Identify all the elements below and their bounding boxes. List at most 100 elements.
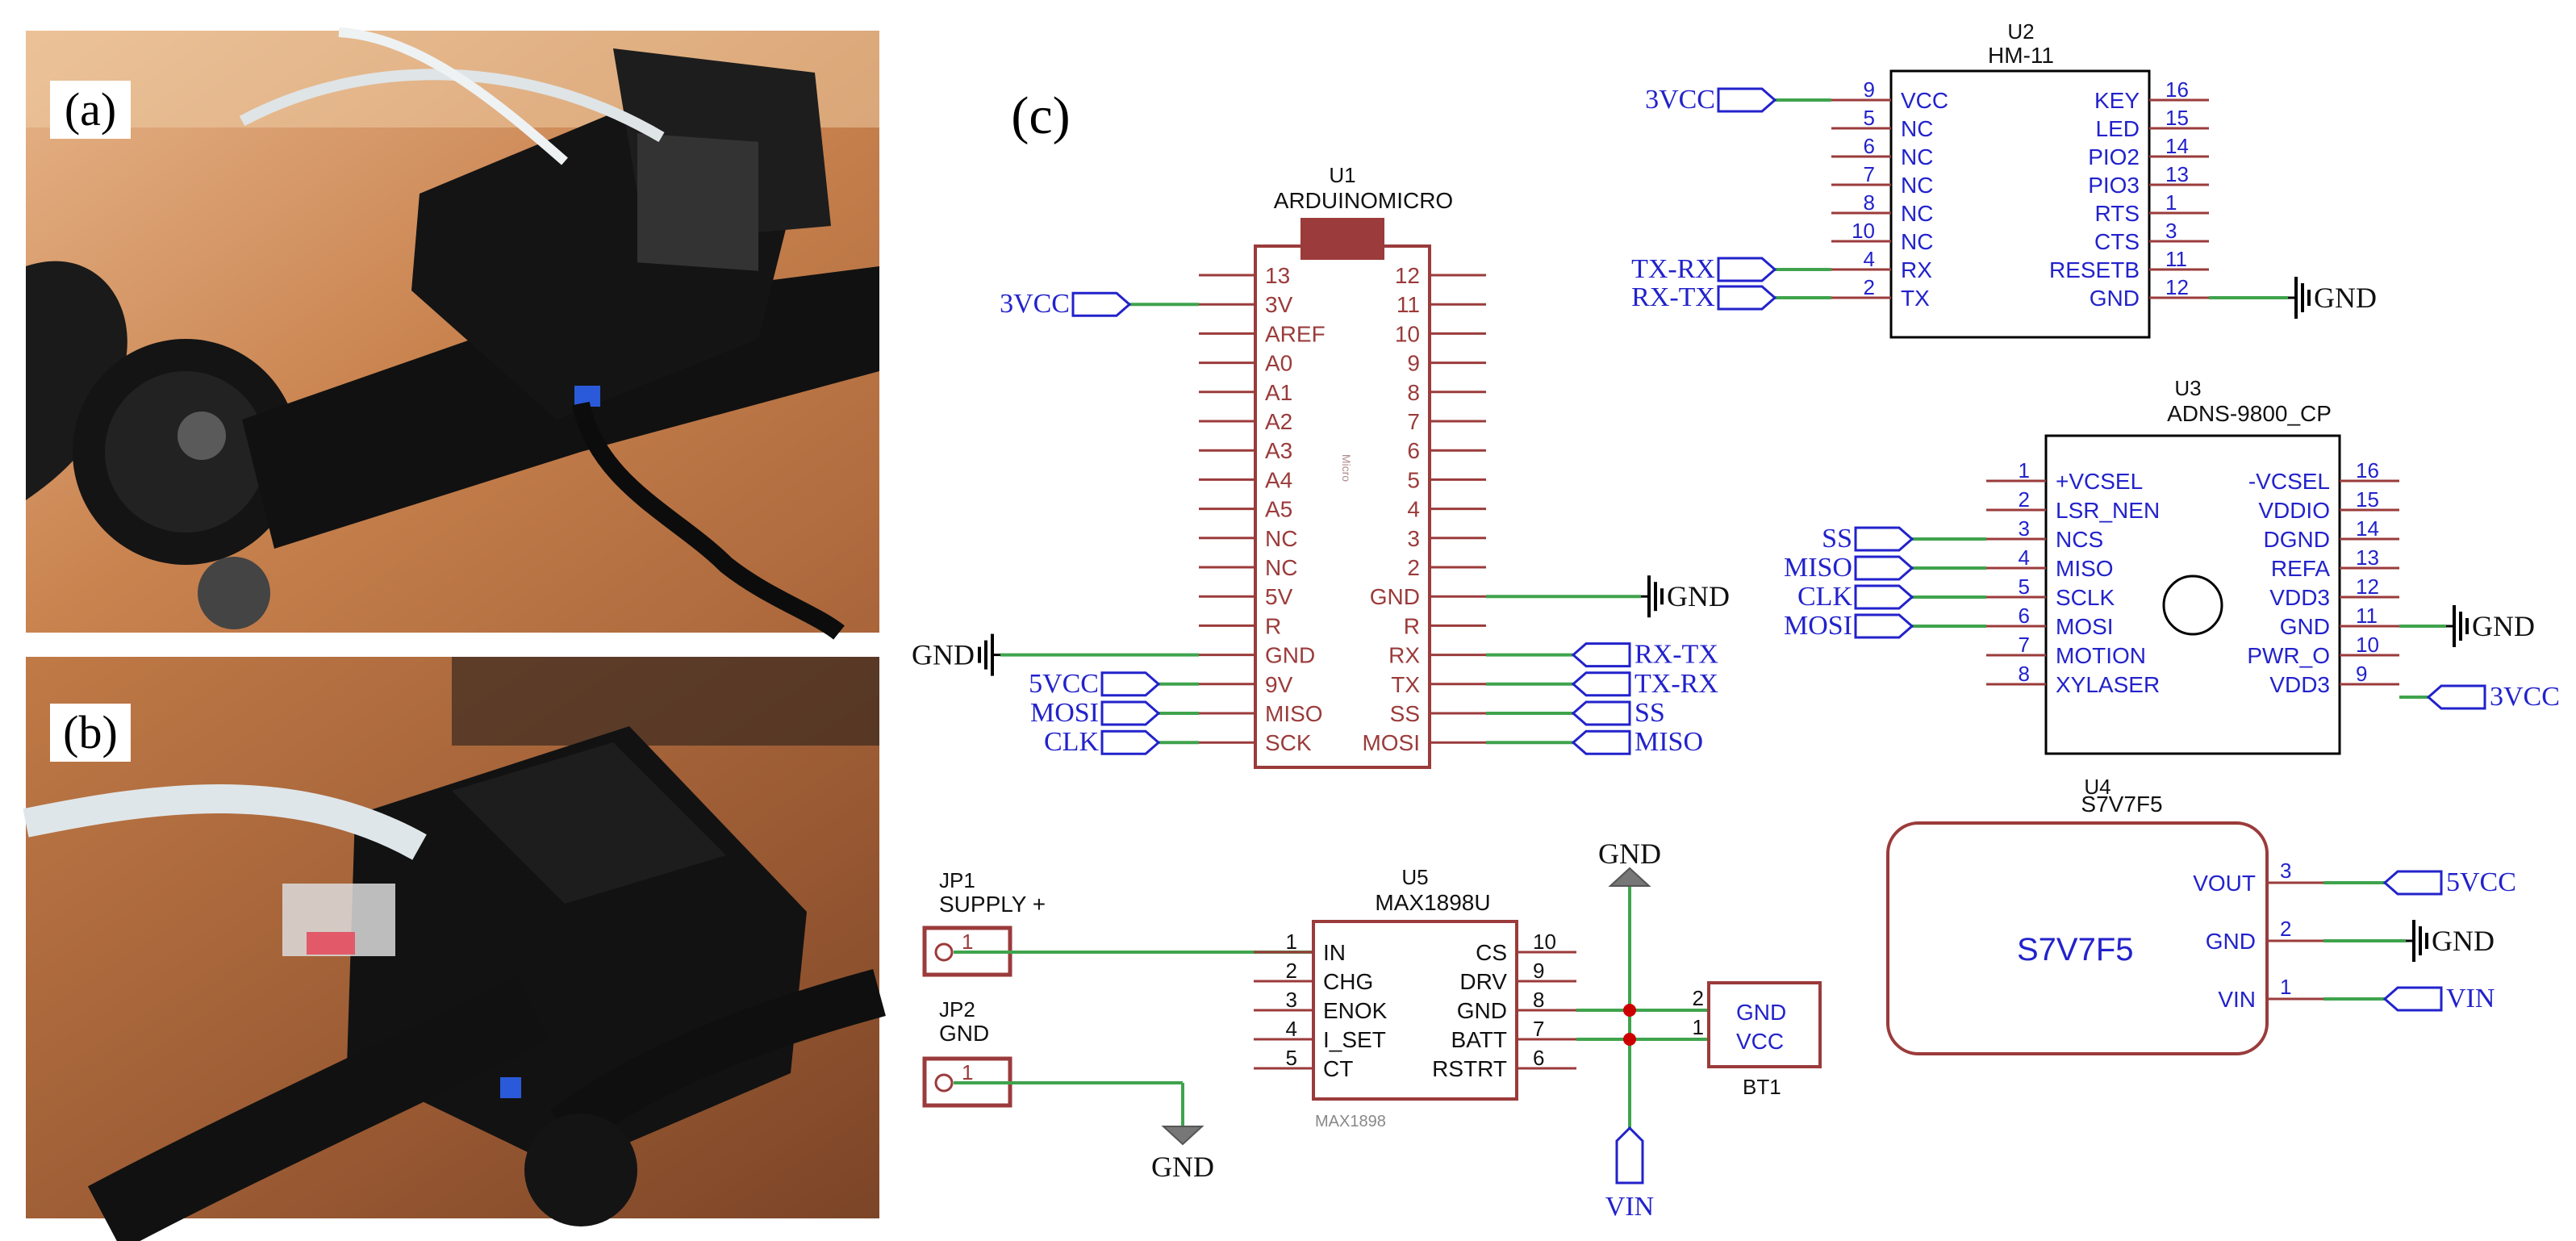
u3-net-miso: MISO bbox=[1784, 553, 1852, 583]
u4-pin-num: 3 bbox=[2280, 859, 2291, 883]
u1-net-9v-flag bbox=[1100, 671, 1161, 697]
u2-pin-left-name: RX bbox=[1901, 257, 1932, 282]
jp1-pad bbox=[934, 942, 954, 962]
u1-pin-right-label: 10 bbox=[1395, 321, 1420, 346]
u5-pin-right-name: CS bbox=[1476, 940, 1507, 965]
u1-pin-right-label: SS bbox=[1390, 701, 1420, 726]
u1-net-9v: 5VCC bbox=[1029, 669, 1099, 699]
u1-value: ARDUINOMICRO bbox=[1274, 188, 1453, 213]
junction-gnd bbox=[1623, 1004, 1636, 1017]
u1-net-mosi-r-flag bbox=[1571, 729, 1631, 755]
u3-pin-left-name: NCS bbox=[2056, 527, 2103, 552]
u1-pin-right-label: GND bbox=[1370, 584, 1420, 609]
u3-pin-left-num: 6 bbox=[2019, 604, 2030, 628]
u5-pin-right-name: RSTRT bbox=[1432, 1056, 1507, 1081]
u1-net-gnd-r: GND bbox=[1667, 580, 1730, 612]
u3-net-vdd3: 3VCC bbox=[2490, 682, 2560, 712]
u1-net-miso: MOSI bbox=[1030, 698, 1099, 728]
u3-pin-right-num: 15 bbox=[2356, 487, 2379, 512]
jp2-value: GND bbox=[939, 1021, 989, 1046]
u5-pin-right-num: 9 bbox=[1533, 959, 1544, 983]
u1-pin-right-label: RX bbox=[1388, 643, 1420, 668]
u2-net-rx-flag bbox=[1717, 257, 1777, 282]
panel-c-label: (c) bbox=[1011, 86, 1070, 145]
u3-net-mosi-flag bbox=[1854, 613, 1914, 639]
u2-pin-right-name: GND bbox=[2090, 286, 2140, 311]
u1-pin-right-label: 5 bbox=[1407, 467, 1420, 492]
u2-pin-right-num: 3 bbox=[2165, 219, 2177, 243]
u4-pin-num: 2 bbox=[2280, 917, 2291, 941]
u1-pin-left-label: A3 bbox=[1265, 438, 1292, 463]
u4-body bbox=[1886, 821, 2269, 1055]
u2-pin-right-name: CTS bbox=[2094, 229, 2140, 254]
u5-pin-right-num: 10 bbox=[1533, 930, 1556, 954]
u3-pin-left-num: 3 bbox=[2019, 516, 2030, 541]
u3-net-sclk-flag bbox=[1854, 584, 1914, 610]
u1-pin-left-label: A1 bbox=[1265, 380, 1292, 405]
u3-pin-right-num: 11 bbox=[2356, 604, 2378, 628]
u5-ref: U5 bbox=[1401, 865, 1428, 889]
u5-pin-left-name: ENOK bbox=[1323, 998, 1388, 1023]
u3-net-miso-flag bbox=[1854, 555, 1914, 581]
u2-pin-left-name: NC bbox=[1901, 201, 1933, 226]
u2-pin-left-num: 7 bbox=[1864, 162, 1875, 186]
u5-value: MAX1898U bbox=[1375, 890, 1490, 915]
u2-pin-left-name: TX bbox=[1901, 286, 1930, 311]
u5-pin-left-name: CT bbox=[1323, 1056, 1353, 1081]
junction-batt bbox=[1623, 1033, 1636, 1046]
u2-net-vcc-flag bbox=[1717, 87, 1777, 113]
u1-pin-left-label: 9V bbox=[1265, 672, 1293, 697]
bt1-pin-name: VCC bbox=[1736, 1029, 1784, 1054]
u3-pin-right-name: GND bbox=[2280, 614, 2330, 639]
u2-pin-left-name: NC bbox=[1901, 173, 1933, 198]
u5-pin-left-num: 1 bbox=[1286, 930, 1297, 954]
u1-net-gnd: GND bbox=[912, 639, 975, 671]
u3-pin-right-num: 14 bbox=[2356, 516, 2379, 541]
jp2-net-gnd-symbol bbox=[1161, 1126, 1204, 1146]
u5-pin-left-name: CHG bbox=[1323, 969, 1373, 994]
u3-pin-right-name: PWR_O bbox=[2247, 643, 2330, 668]
u3-pin-right-num: 16 bbox=[2356, 458, 2379, 483]
jp2-net-gnd: GND bbox=[1151, 1151, 1214, 1183]
u2-pin-left-num: 9 bbox=[1864, 77, 1875, 102]
u3-net-ncs: SS bbox=[1822, 524, 1852, 554]
u1-pin-left-label: MISO bbox=[1265, 701, 1323, 726]
u2-pin-left-name: NC bbox=[1901, 144, 1933, 169]
u3-pin-right-num: 9 bbox=[2356, 662, 2367, 686]
u1-net-ss-r: SS bbox=[1635, 698, 1665, 728]
u5-net-vin-flag bbox=[1615, 1126, 1644, 1185]
u2-net-tx: RX-TX bbox=[1631, 282, 1715, 312]
u2-pin-left-num: 4 bbox=[1864, 247, 1875, 271]
u1-net-ss-r-flag bbox=[1571, 700, 1631, 726]
u3-pin-left-name: SCLK bbox=[2056, 585, 2115, 610]
u3-pin-left-name: MOTION bbox=[2056, 643, 2146, 668]
u4-ref: U4 bbox=[2084, 775, 2110, 799]
u1-pin-left-label: R bbox=[1265, 613, 1281, 638]
u1-pin-right-label: 7 bbox=[1407, 409, 1420, 434]
jp2-pin-num: 1 bbox=[962, 1060, 973, 1084]
u3-pin-left-num: 5 bbox=[2019, 575, 2030, 599]
u1-pin-left-label: 13 bbox=[1265, 263, 1290, 288]
u1-pin-left-label: A0 bbox=[1265, 351, 1292, 376]
u1-pin-right-label: 12 bbox=[1395, 263, 1420, 288]
u3-pin-right-num: 13 bbox=[2356, 545, 2379, 570]
u1-net-3vcc: 3VCC bbox=[1000, 289, 1070, 319]
u3-pin-right-num: 10 bbox=[2356, 633, 2379, 657]
u4-net-gnd: GND bbox=[2432, 925, 2495, 957]
u3-pin-left-name: +VCSEL bbox=[2056, 469, 2143, 494]
u3-pin-right-name: REFA bbox=[2271, 556, 2330, 581]
u1-watermark: Micro bbox=[1340, 454, 1353, 482]
u1-pin-left-label: 3V bbox=[1265, 292, 1293, 317]
u3-pin-right-name: -VCSEL bbox=[2248, 469, 2330, 494]
u2-net-vcc: 3VCC bbox=[1645, 85, 1715, 115]
u2-pin-left-name: NC bbox=[1901, 116, 1933, 141]
u1-pin-left-label: A4 bbox=[1265, 467, 1292, 492]
u1-net-mosi-r: MISO bbox=[1635, 727, 1703, 757]
u3-pin-right-name: VDD3 bbox=[2269, 672, 2330, 697]
u3-pin-right-name: DGND bbox=[2264, 527, 2330, 552]
u5-pin-right-name: BATT bbox=[1451, 1027, 1507, 1052]
u5-pin-left-num: 4 bbox=[1286, 1017, 1297, 1041]
u1-pin-right-label: 9 bbox=[1407, 351, 1420, 376]
u3-pin-right-name: VDDIO bbox=[2258, 498, 2330, 523]
u2-pin-right-name: PIO3 bbox=[2088, 173, 2140, 198]
